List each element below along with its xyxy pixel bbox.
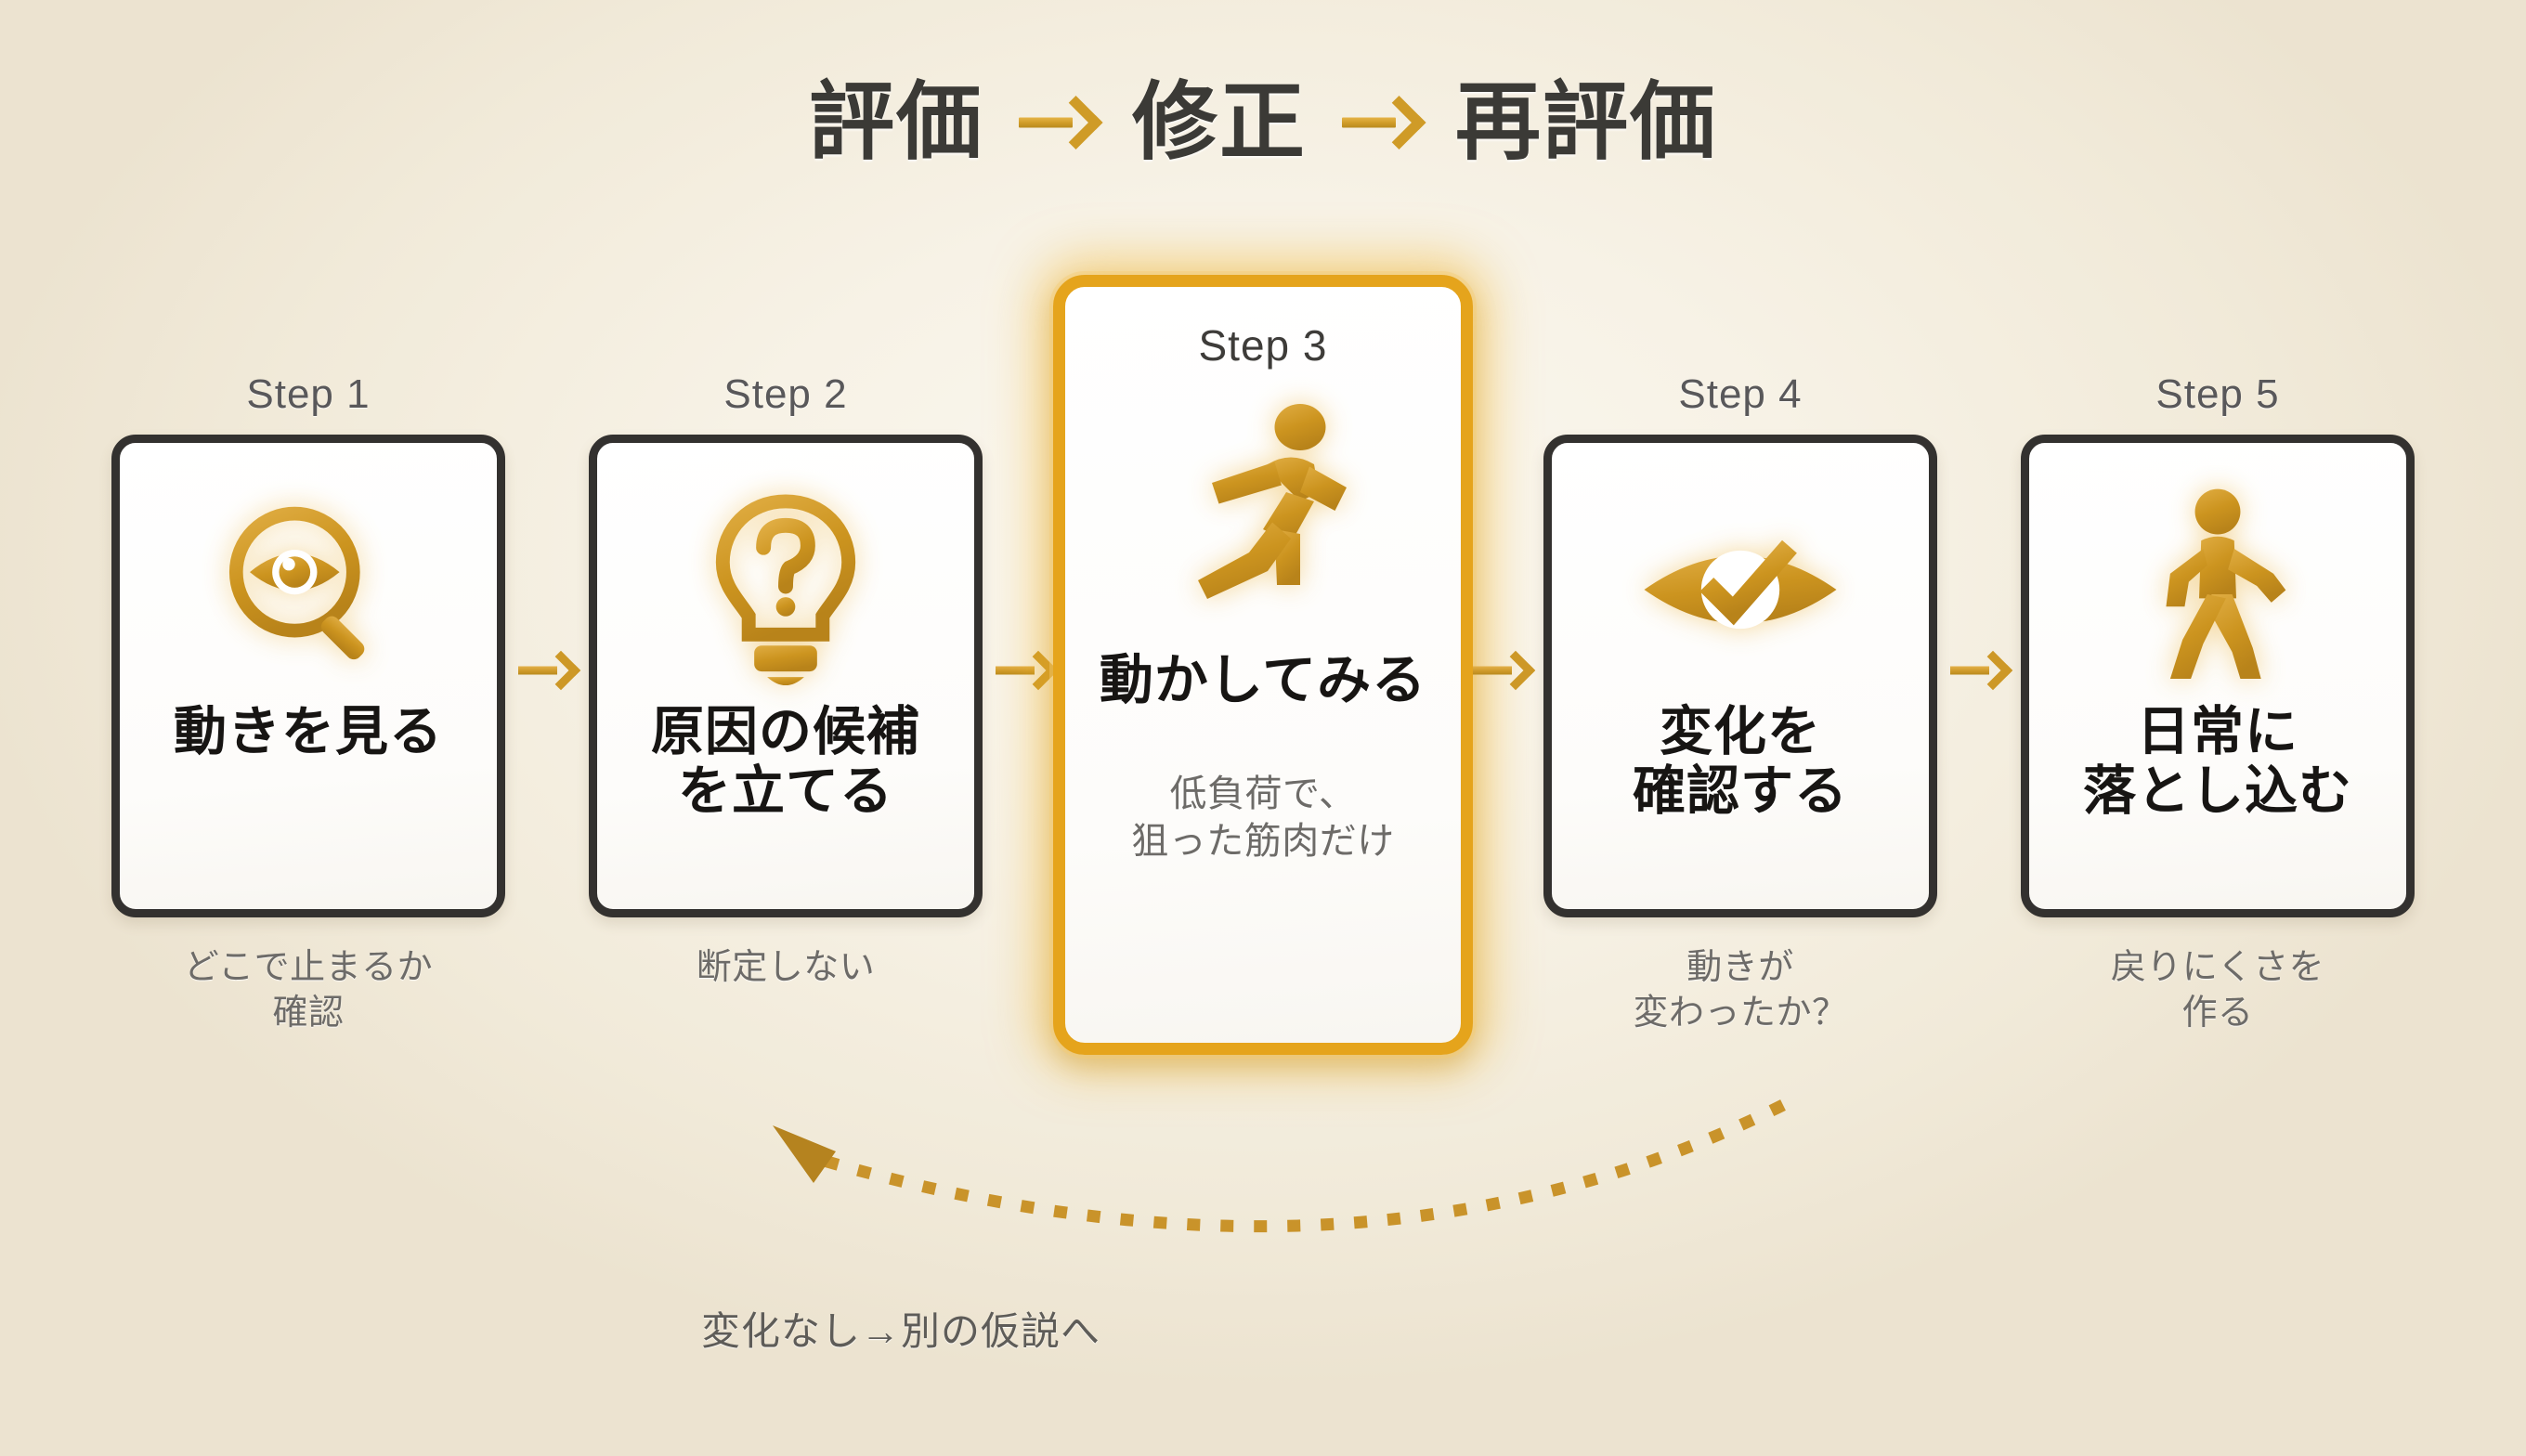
step-label-5: Step 5 <box>2155 371 2280 417</box>
step-caption-4-line2: 変わったか？ <box>1633 993 1848 1033</box>
step-title-4: 変化を 確認する <box>1633 702 1848 822</box>
step-column-3: Step 3 <box>1053 275 1473 1055</box>
step-card-2[interactable]: 原因の候補 を立てる <box>589 435 983 917</box>
step-label-3: Step 3 <box>1198 321 1328 370</box>
step-caption-1-line1: どこで止まるか <box>183 948 434 987</box>
step-caption-2: 断定しない <box>697 945 876 991</box>
arrow-right-icon <box>1019 97 1097 149</box>
step-caption-1-line2: 確認 <box>272 993 345 1033</box>
arrow-right-icon <box>1473 655 1530 686</box>
step-caption-5: 戻りにくさを 作る <box>2111 945 2324 1035</box>
step-title-1: 動きを見る <box>174 702 443 761</box>
step-card-5[interactable]: 日常に 落とし込む <box>2021 435 2415 917</box>
arrow-right-icon <box>1950 655 2008 686</box>
step-label-4: Step 4 <box>1678 371 1803 417</box>
title-word-evaluation: 評価 <box>808 75 983 170</box>
step-card-4[interactable]: 変化を 確認する <box>1543 435 1937 917</box>
step-title-3: 動かしてみる <box>1099 650 1427 710</box>
step-title-2: 原因の候補 を立てる <box>651 702 920 822</box>
step-title-5-line1: 日常に <box>2137 702 2298 761</box>
arrow-right-icon <box>996 655 1053 686</box>
connector-arrow-2-3 <box>985 429 1063 912</box>
arrow-right-icon <box>1342 97 1420 149</box>
title-word-correction: 修正 <box>1131 75 1307 170</box>
magnifier-eye-icon <box>120 482 497 697</box>
eye-check-icon <box>1552 482 1929 697</box>
page-title: 評価 修正 再評価 <box>0 80 2526 165</box>
step-title-2-line2: を立てる <box>678 760 893 821</box>
step-caption-1: どこで止まるか 確認 <box>184 945 433 1035</box>
connector-arrow-3-4 <box>1463 429 1541 912</box>
lightbulb-question-icon <box>597 482 974 697</box>
step-card-3[interactable]: Step 3 <box>1053 275 1473 1055</box>
step-card-1[interactable]: 動きを見る <box>111 435 505 917</box>
feedback-loop-label: 変化なし→別の仮説へ <box>700 1309 1100 1353</box>
connector-arrow-4-5 <box>1940 429 2018 912</box>
walking-person-icon <box>2029 482 2406 697</box>
step-caption-4: 動きが 変わったか？ <box>1633 945 1847 1035</box>
step-column-2: Step 2 <box>586 371 985 991</box>
arrow-right-icon <box>518 655 576 686</box>
step-caption-4-line1: 動きが <box>1686 948 1794 987</box>
step-column-5: Step 5 <box>2018 371 2417 1035</box>
step-caption-5-line2: 作る <box>2181 993 2254 1033</box>
step-title-5: 日常に 落とし込む <box>2083 702 2352 822</box>
step-column-4: Step 4 変化を 確認す <box>1541 371 1940 1035</box>
connector-arrow-1-2 <box>508 429 586 912</box>
step-label-1: Step 1 <box>246 371 371 417</box>
step-caption-3: 低負荷で、 狙った筋肉だけ <box>1131 771 1395 865</box>
running-person-icon <box>1065 382 1461 630</box>
step-column-1: Step 1 <box>109 371 508 1035</box>
title-word-reevaluation: 再評価 <box>1455 75 1718 170</box>
step-title-4-line1: 変化を <box>1660 702 1821 761</box>
step-title-2-line1: 原因の候補 <box>651 702 920 761</box>
step-caption-2-line1: 断定しない <box>696 948 876 987</box>
step-title-5-line2: 落とし込む <box>2083 760 2352 821</box>
step-label-2: Step 2 <box>723 371 848 417</box>
step-caption-3-line2: 狙った筋肉だけ <box>1131 821 1395 863</box>
step-caption-3-line1: 低負荷で、 <box>1169 773 1357 814</box>
step-title-4-line2: 確認する <box>1633 760 1848 821</box>
step-caption-5-line1: 戻りにくさを <box>2110 948 2325 987</box>
steps-row: Step 1 <box>0 275 2526 1133</box>
